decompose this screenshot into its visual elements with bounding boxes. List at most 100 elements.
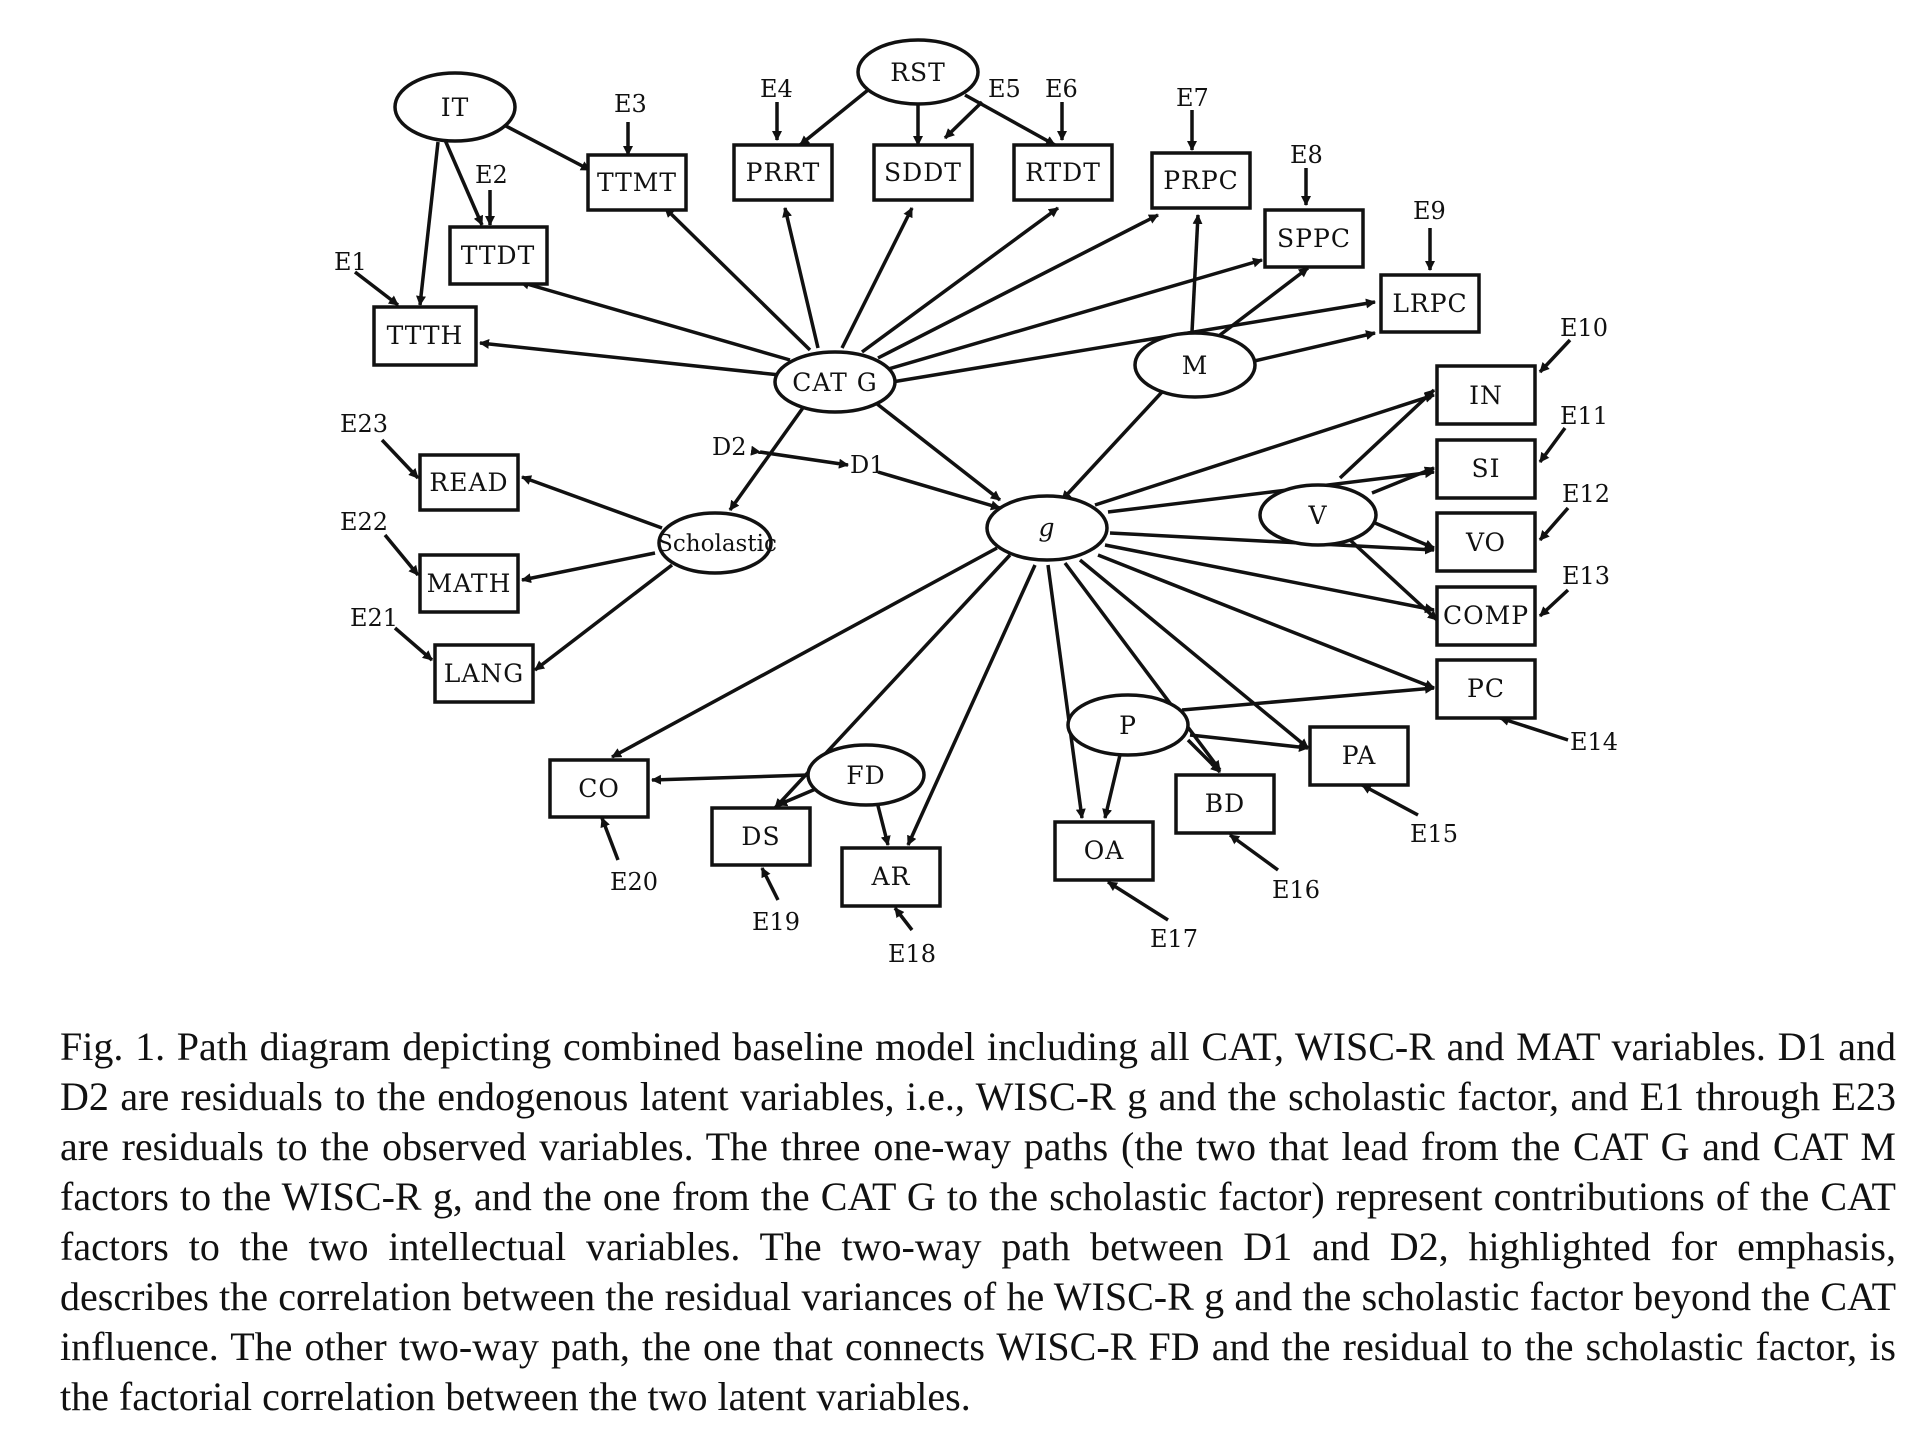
path-v-in bbox=[1338, 388, 1436, 480]
path-g-in bbox=[1094, 393, 1435, 507]
path-fd-ds bbox=[777, 786, 819, 807]
latent-v bbox=[1258, 483, 1378, 547]
path-catg-ttmt bbox=[663, 206, 812, 352]
path-e11 bbox=[1538, 426, 1567, 464]
path-e22 bbox=[383, 533, 420, 577]
path-g-si bbox=[1107, 468, 1435, 514]
label-e20: E20 bbox=[610, 868, 658, 896]
box-si bbox=[1435, 438, 1537, 500]
label-co: CO bbox=[578, 774, 620, 803]
label-sppc: SPPC bbox=[1277, 224, 1351, 253]
box-in bbox=[1435, 364, 1537, 426]
label-e13: E13 bbox=[1562, 562, 1610, 590]
label-e12: E12 bbox=[1562, 480, 1610, 508]
path-catg-lrpc bbox=[891, 298, 1376, 384]
label-ttth: TTTH bbox=[387, 321, 464, 350]
path-d1-g bbox=[877, 470, 1001, 511]
box-prrt bbox=[732, 143, 834, 202]
label-d1: D1 bbox=[850, 451, 885, 479]
box-ttmt bbox=[586, 153, 688, 212]
path-diagram: IT RST CAT G M g V P FD Scholastic TTMT … bbox=[334, 38, 1618, 968]
box-vo bbox=[1435, 511, 1537, 573]
box-pc bbox=[1435, 658, 1537, 720]
label-e18: E18 bbox=[888, 940, 936, 968]
residual-labels: E1 E2 E3 E4 E5 E6 E7 E8 E9 E10 E11 E12 E… bbox=[334, 75, 1618, 968]
path-g-vo bbox=[1109, 531, 1435, 555]
label-prrt: PRRT bbox=[746, 158, 821, 187]
label-bd: BD bbox=[1205, 789, 1245, 818]
figure-caption: Fig. 1. Path diagram depicting combined … bbox=[60, 1024, 1896, 1419]
label-e19: E19 bbox=[752, 908, 800, 936]
label-rst: RST bbox=[890, 58, 946, 87]
label-m: M bbox=[1182, 351, 1209, 380]
label-si: SI bbox=[1471, 454, 1500, 483]
path-m-sppc bbox=[1218, 266, 1310, 337]
path-catg-g bbox=[870, 398, 1002, 502]
path-e21 bbox=[393, 626, 434, 662]
label-e16: E16 bbox=[1272, 876, 1320, 904]
label-math: MATH bbox=[427, 569, 512, 598]
path-v-vo bbox=[1374, 521, 1435, 550]
path-g-co bbox=[611, 546, 998, 759]
label-pc: PC bbox=[1467, 674, 1505, 703]
path-scholastic-lang bbox=[533, 563, 674, 672]
label-vo: VO bbox=[1465, 528, 1506, 557]
label-e14: E14 bbox=[1570, 728, 1618, 756]
path-catg-sddt bbox=[840, 207, 914, 349]
path-p-oa bbox=[1102, 754, 1122, 819]
label-it: IT bbox=[441, 93, 470, 122]
label-e3: E3 bbox=[614, 90, 647, 118]
label-e8: E8 bbox=[1290, 141, 1323, 169]
box-pa bbox=[1308, 725, 1410, 787]
path-it-ttdt bbox=[443, 139, 484, 226]
box-oa bbox=[1053, 820, 1155, 882]
box-math bbox=[418, 553, 520, 614]
box-prpc bbox=[1150, 151, 1252, 210]
label-lang: LANG bbox=[444, 659, 525, 688]
latent-p bbox=[1066, 693, 1190, 757]
path-scholastic-read bbox=[521, 475, 663, 530]
observed-labels: TTMT TTDT TTTH PRRT SDDT RTDT PRPC SPPC … bbox=[387, 158, 1529, 891]
box-ar bbox=[840, 846, 942, 908]
box-co bbox=[548, 758, 650, 819]
path-catg-prpc bbox=[877, 213, 1159, 360]
latent-m bbox=[1133, 331, 1257, 399]
label-e21: E21 bbox=[350, 604, 398, 632]
path-catg-ttth bbox=[479, 338, 781, 377]
label-ar: AR bbox=[871, 862, 911, 891]
label-prpc: PRPC bbox=[1163, 166, 1239, 195]
path-p-pc bbox=[1181, 683, 1435, 712]
label-oa: OA bbox=[1084, 836, 1125, 865]
label-ttmt: TTMT bbox=[597, 168, 677, 197]
label-ttdt: TTDT bbox=[461, 241, 536, 270]
path-scholastic-math bbox=[521, 551, 656, 584]
label-d2: D2 bbox=[712, 433, 747, 461]
path-catg-rtdt bbox=[860, 206, 1060, 354]
box-ds bbox=[710, 806, 812, 867]
box-sppc bbox=[1263, 208, 1365, 269]
label-sddt: SDDT bbox=[884, 158, 962, 187]
label-g: g bbox=[1038, 513, 1055, 542]
box-ttth bbox=[372, 305, 478, 367]
label-scholastic: Scholastic bbox=[657, 531, 777, 557]
path-rst-prrt bbox=[798, 88, 870, 147]
label-comp: COMP bbox=[1443, 601, 1529, 630]
path-e15 bbox=[1361, 783, 1419, 817]
label-e22: E22 bbox=[340, 508, 388, 536]
path-p-bd bbox=[1186, 738, 1222, 774]
label-e4: E4 bbox=[760, 75, 793, 103]
path-g-ar bbox=[906, 564, 1037, 846]
latent-scholastic bbox=[657, 511, 773, 575]
latent-rst bbox=[856, 38, 980, 106]
label-e10: E10 bbox=[1560, 314, 1608, 342]
path-e1 bbox=[353, 270, 400, 307]
label-e1: E1 bbox=[334, 248, 367, 276]
label-e11: E11 bbox=[1560, 402, 1608, 430]
path-e19 bbox=[760, 867, 780, 901]
path-e14 bbox=[1499, 716, 1569, 742]
box-comp bbox=[1435, 585, 1537, 647]
label-pa: PA bbox=[1342, 741, 1377, 770]
label-e17: E17 bbox=[1150, 925, 1198, 953]
label-e9: E9 bbox=[1413, 197, 1446, 225]
box-lrpc bbox=[1379, 273, 1481, 334]
